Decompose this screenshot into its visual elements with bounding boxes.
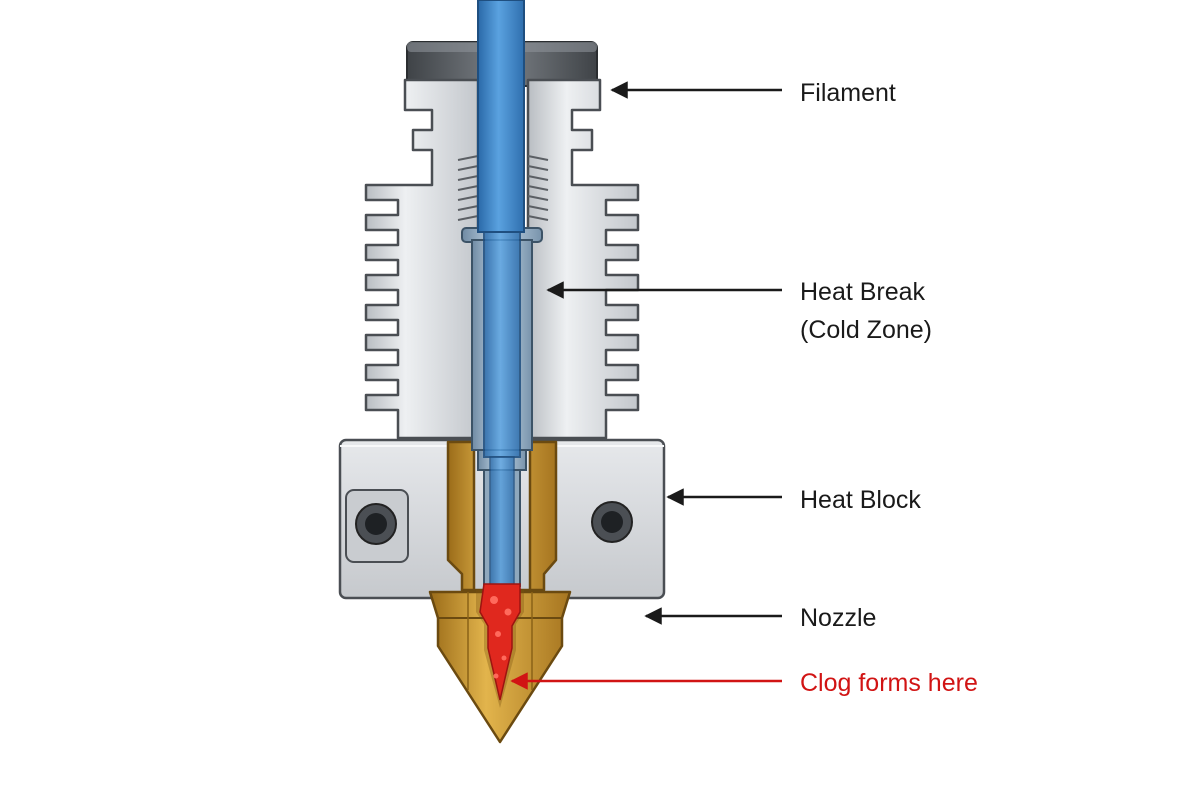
- heatsink-left: [366, 80, 478, 438]
- heater-cartridge-hole: [346, 490, 408, 562]
- label-heat-break: Heat Break: [800, 278, 926, 306]
- label-cold-zone: (Cold Zone): [800, 316, 932, 344]
- callout-labels: Filament Heat Break (Cold Zone) Heat Blo…: [800, 79, 978, 697]
- label-heat-block: Heat Block: [800, 486, 921, 514]
- label-filament: Filament: [800, 79, 896, 107]
- label-clog: Clog forms here: [800, 669, 978, 697]
- label-nozzle: Nozzle: [800, 604, 876, 632]
- heatsink-right: [528, 80, 638, 438]
- thermistor-hole: [592, 502, 632, 542]
